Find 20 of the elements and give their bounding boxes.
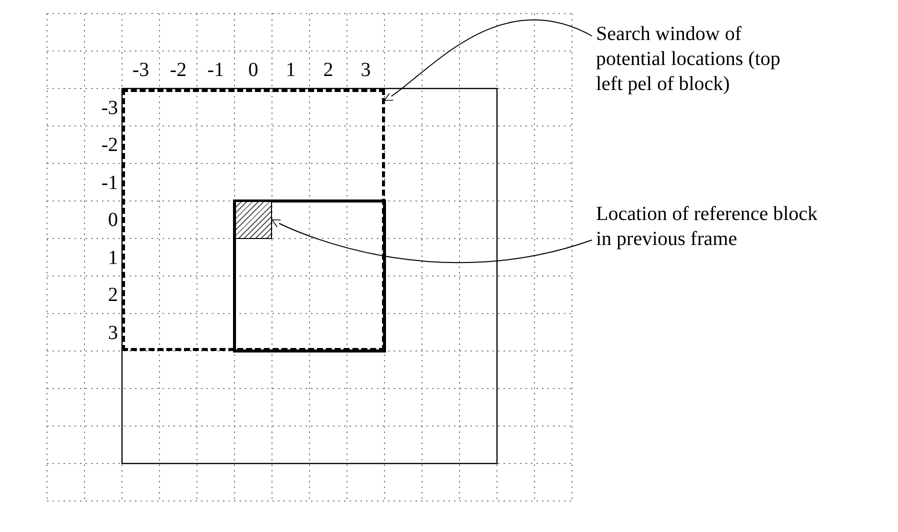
offset-number: 0 xyxy=(248,59,258,81)
offset-number: -2 xyxy=(101,134,118,156)
leader-line xyxy=(272,219,592,264)
offset-number: 3 xyxy=(360,59,371,81)
offset-number: 3 xyxy=(108,322,118,344)
offset-number: -1 xyxy=(101,172,118,194)
offset-number: 1 xyxy=(286,59,296,81)
offset-number: -1 xyxy=(207,59,224,81)
search-window xyxy=(122,88,384,351)
offset-number: -3 xyxy=(101,96,118,118)
offset-number: 0 xyxy=(108,209,118,231)
offset-number: 2 xyxy=(323,59,334,81)
offset-number: -3 xyxy=(132,59,150,81)
callout-text: Search window of potential locations (top left pel of block) xyxy=(596,22,808,97)
offset-number: -2 xyxy=(170,59,187,81)
hatched-cell xyxy=(234,201,272,238)
leader-line xyxy=(384,20,592,101)
offset-number: 2 xyxy=(108,284,118,306)
callout-text: Location of reference block in previous frame xyxy=(596,202,832,252)
offset-number: 1 xyxy=(108,246,118,268)
